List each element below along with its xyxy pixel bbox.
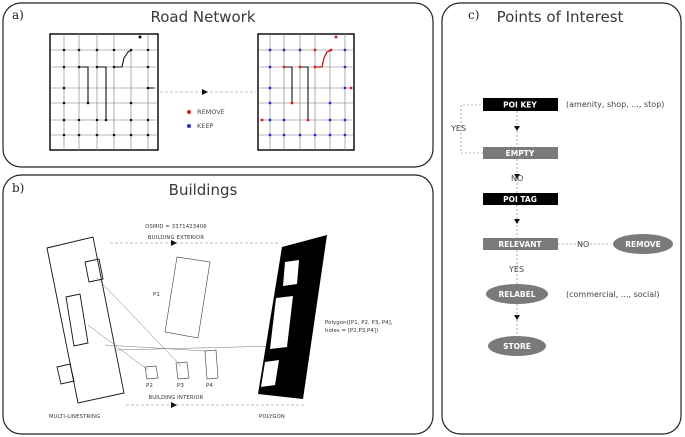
legend-keep-dot [187, 124, 191, 128]
poi-tag-label: POI TAG [503, 195, 537, 204]
building-interior-label: BUILDING INTERIOR [149, 395, 204, 401]
exterior-arrow-head [171, 240, 177, 246]
poi-key-box [483, 98, 558, 111]
relevant-label: RELEVANT [498, 240, 542, 249]
panel-b-letter: b) [12, 181, 24, 195]
relabel-examples: (commercial, ..., social) [566, 290, 660, 299]
p3-label: P3 [177, 383, 184, 389]
poi-key-label: POI KEY [503, 101, 537, 110]
polygon-building [258, 235, 327, 399]
interior-arrow-head [171, 402, 177, 408]
panel-a-frame [2, 2, 434, 168]
part-p4-shape [204, 349, 219, 380]
store-node [488, 336, 546, 356]
panel-c-letter: c) [468, 8, 479, 22]
no-label-1: NO [511, 174, 523, 183]
multi-linestring-building [46, 236, 125, 404]
remove-node [613, 234, 673, 254]
p4-label: P4 [206, 383, 213, 389]
p1-label: P1 [153, 292, 160, 298]
road-map-filtered [257, 33, 355, 151]
relabel-label: RELABEL [498, 290, 535, 299]
panel-c-title: Points of Interest [497, 8, 624, 26]
panel-c-frame [441, 2, 682, 435]
panel-b-title: Buildings [169, 181, 238, 199]
legend-remove-label: REMOVE [197, 108, 225, 116]
flow-arrowheads [514, 126, 520, 320]
panel-buildings: b) Buildings OSMID = 3371423406 BUILDING… [2, 174, 434, 435]
part-p1-shape [164, 256, 211, 339]
part-connectors [87, 277, 279, 371]
poi-key-examples: (amenity, shop, ..., stop) [566, 100, 664, 109]
poi-tag-box [483, 193, 558, 205]
road-legend: REMOVE KEEP [187, 108, 225, 130]
legend-keep-label: KEEP [197, 122, 213, 130]
polygon-definition-line1: Polygon([P1, P2, P3, P4], [325, 320, 393, 326]
building-exterior-label: BUILDING EXTERIOR [148, 235, 204, 241]
relabel-node [486, 284, 548, 304]
osmid-label: OSMID = 3371423406 [145, 224, 207, 230]
store-label: STORE [503, 342, 531, 351]
legend-remove-dot [187, 110, 191, 114]
panel-b-frame [2, 174, 434, 435]
panel-road-network: a) Road Network [2, 2, 434, 168]
remove-label: REMOVE [625, 240, 660, 249]
polygon-label: POLYGON [259, 414, 285, 420]
yes-label-2: YES [508, 265, 524, 274]
no-label-2: NO [577, 240, 589, 249]
panel-points-of-interest: c) Points of Interest POI KEY (amenity, … [441, 2, 682, 435]
part-p2-shape [144, 365, 159, 380]
polygon-definition-line2: holes = [P2,P3,P4]) [325, 328, 378, 334]
empty-box [483, 147, 558, 159]
yes-loop-label: YES [450, 124, 466, 133]
road-map-original [49, 33, 159, 151]
part-p3-shape [175, 361, 190, 380]
road-arrow-head [202, 89, 208, 95]
empty-label: EMPTY [506, 149, 535, 158]
multi-linestring-label: MULTI-LINESTRING [49, 414, 100, 420]
panel-a-title: Road Network [150, 8, 255, 26]
p2-label: P2 [146, 383, 153, 389]
panel-a-letter: a) [12, 8, 24, 22]
relevant-box [483, 238, 558, 250]
